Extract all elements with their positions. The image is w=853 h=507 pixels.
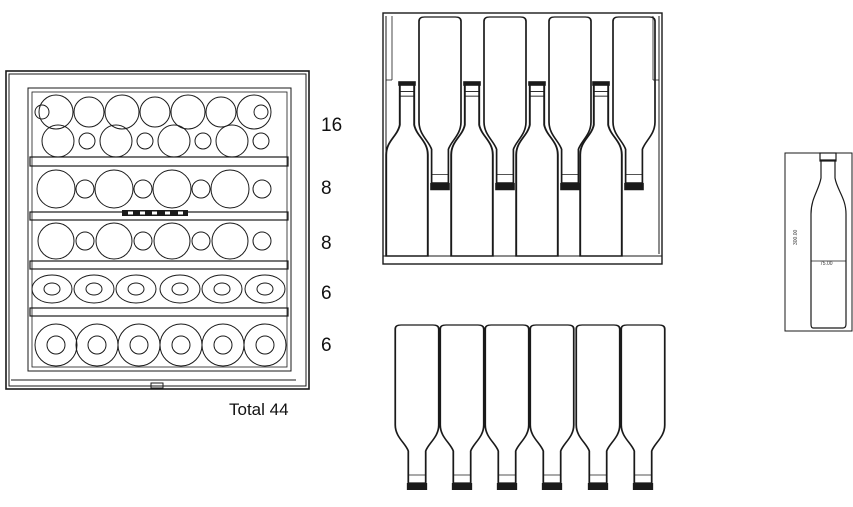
bottle-end — [99, 124, 133, 158]
single-bottle — [810, 159, 847, 329]
bottle-end — [201, 274, 243, 304]
bottom-bottle — [620, 324, 666, 491]
shelf-tray — [382, 12, 663, 265]
bottle-neck-ring — [43, 282, 61, 296]
bottle-width-label: 75.00 — [820, 261, 833, 267]
bottle-end — [191, 231, 211, 251]
bottle-end — [95, 222, 133, 260]
bottle-end — [36, 169, 76, 209]
shelf-count-2: 8 — [321, 178, 332, 199]
bottom-bottle — [484, 324, 530, 491]
total-capacity: Total 44 — [229, 400, 289, 419]
bottle-end — [253, 104, 269, 120]
bottom-bottle — [439, 324, 485, 491]
bottom-bottle — [394, 324, 440, 491]
bottle-neck-ring — [171, 335, 191, 355]
tray-bottle-inverted — [483, 16, 527, 192]
cooler-glass-door — [27, 87, 292, 372]
bottle-end — [73, 96, 105, 128]
bottle-neck-ring — [213, 335, 233, 355]
shelf-top-view — [382, 12, 663, 265]
cooler-front-view: 16 8 8 6 6 Total 44 — [5, 70, 342, 419]
bottle-end — [215, 124, 249, 158]
tray-bottle-upright — [385, 80, 429, 257]
bottle-neck-ring — [127, 282, 145, 296]
shelf-count-3: 8 — [321, 233, 332, 254]
bottle-end — [75, 231, 95, 251]
bottle-end — [152, 169, 192, 209]
bottle-end — [34, 104, 50, 120]
bottle-end — [243, 323, 287, 367]
bottle-end — [191, 179, 211, 199]
bottle-neck-ring — [255, 335, 275, 355]
bottle-dimension-drawing: 75.00 300.00 — [784, 152, 853, 332]
bottle-end — [211, 222, 249, 260]
tray-bottle-inverted — [418, 16, 462, 192]
bottle-end — [201, 323, 245, 367]
bottle-end — [205, 96, 237, 128]
bottle-end — [139, 96, 171, 128]
shelves — [29, 156, 289, 317]
tray-bottle-upright — [450, 80, 494, 257]
bottle-neck-ring — [87, 335, 107, 355]
bottle-end — [115, 274, 157, 304]
bottle-neck-ring — [85, 282, 103, 296]
tray-bottles — [385, 16, 656, 257]
bottle-end — [94, 169, 134, 209]
bottle-end — [34, 323, 78, 367]
bottom-bottle-row — [394, 324, 666, 491]
bottle-end — [210, 169, 250, 209]
bottle-end — [75, 323, 119, 367]
bottle-end — [133, 231, 153, 251]
bottle-end — [73, 274, 115, 304]
bottle-end — [133, 179, 153, 199]
bottle-end — [37, 222, 75, 260]
bottle-end — [31, 274, 73, 304]
shelf-count-4: 6 — [321, 283, 332, 304]
door-handle — [150, 382, 164, 389]
bottle-end — [252, 132, 270, 150]
bottle-end — [153, 222, 191, 260]
tray-bottle-inverted — [612, 16, 656, 192]
bottle-end — [136, 132, 154, 150]
shelf-bottle-ends — [31, 94, 287, 367]
bottle-end — [78, 132, 96, 150]
bottle-neck-ring — [213, 282, 231, 296]
bottle-end — [117, 323, 161, 367]
bottle-end — [38, 94, 74, 130]
bottle-end — [170, 94, 206, 130]
shelf-count-5: 6 — [321, 335, 332, 356]
bottle-end — [104, 94, 140, 130]
bottle-end — [41, 124, 75, 158]
bottle-end — [252, 231, 272, 251]
bottle-height-label: 300.00 — [793, 229, 799, 245]
bottle-end — [75, 179, 95, 199]
bottle-end — [157, 124, 191, 158]
cooler-cabinet — [5, 70, 310, 390]
bottle-neck-ring — [256, 282, 274, 296]
bottle-end — [244, 274, 286, 304]
tray-bottle-upright — [515, 80, 559, 257]
bottle-neck-ring — [129, 335, 149, 355]
bottle-neck-ring — [171, 282, 189, 296]
bottle-end — [159, 323, 203, 367]
bottle-end — [236, 94, 272, 130]
bottle-neck-ring — [46, 335, 66, 355]
bottle-end — [194, 132, 212, 150]
tray-bottle-inverted — [548, 16, 592, 192]
shelf-count-1: 16 — [321, 115, 342, 136]
bottle-end — [252, 179, 272, 199]
control-panel — [122, 210, 188, 216]
bottom-bottle — [575, 324, 621, 491]
bottom-bottle — [529, 324, 575, 491]
tray-bottle-upright — [579, 80, 623, 257]
bottle-end — [159, 274, 201, 304]
